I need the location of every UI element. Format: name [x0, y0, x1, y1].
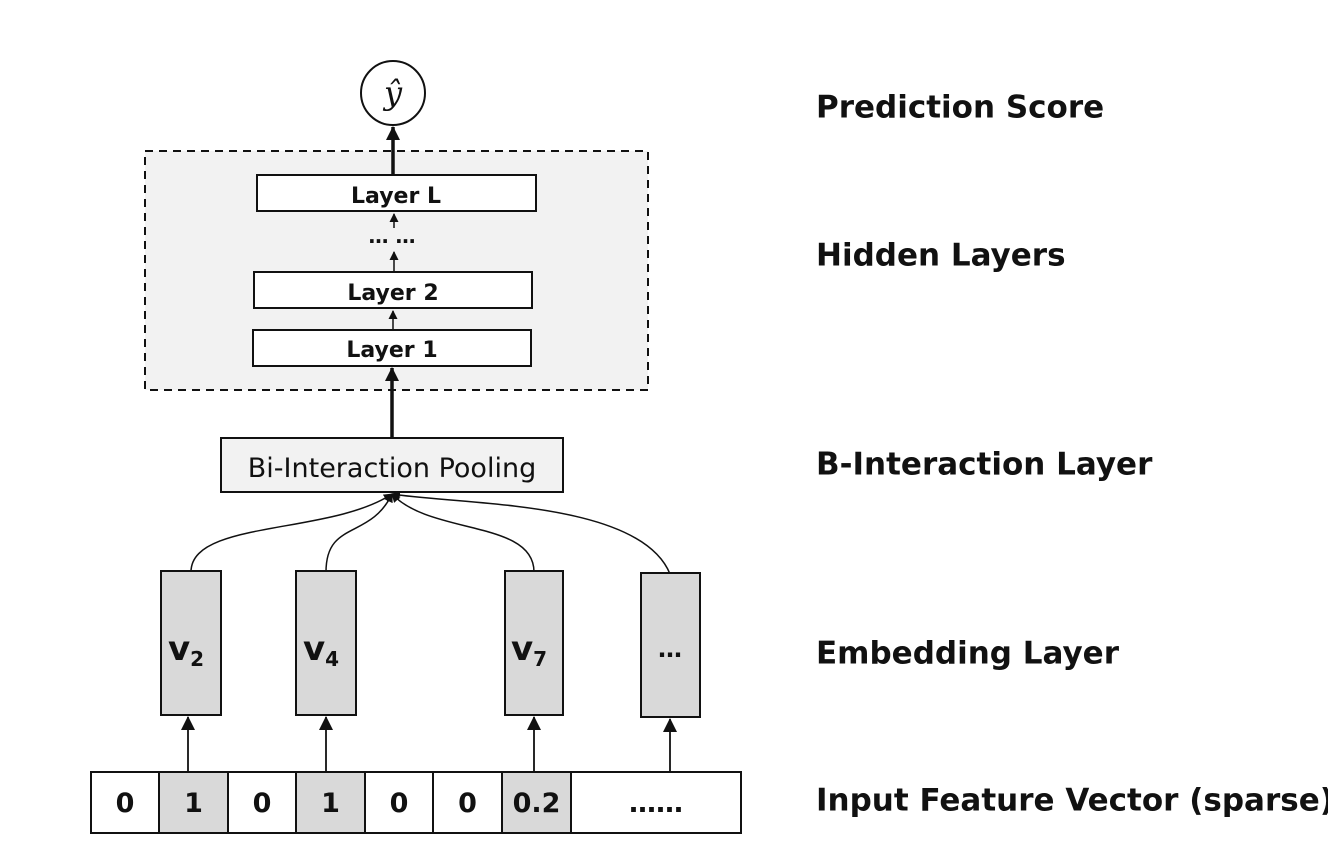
input-cell-value-2: 0 [253, 788, 272, 819]
bi-interaction-pooling-label: Bi-Interaction Pooling [248, 453, 536, 484]
embedding-v2: v2 [160, 570, 222, 716]
layer-1-label: Layer 1 [346, 338, 437, 363]
curve-v2-to-pooling [190, 493, 393, 573]
input-cell-7 [570, 771, 742, 834]
input-cell-5 [432, 771, 503, 834]
embedding-v7-label: v7 [511, 629, 547, 671]
label-interaction-layer: B-Interaction Layer [816, 446, 1153, 483]
input-cell-value-6: 0.2 [513, 788, 561, 819]
embedding-more: … [640, 572, 701, 718]
curve-v4-to-pooling [325, 493, 393, 573]
layer-1-box: Layer 1 [252, 329, 532, 367]
layer-l-box: Layer L [256, 174, 537, 212]
layer-2-box: Layer 2 [253, 271, 533, 309]
input-cell-1 [158, 771, 229, 834]
curve-v7-to-pooling [391, 493, 535, 573]
input-cell-value-1: 1 [184, 788, 203, 819]
label-input-feature-vector: Input Feature Vector (sparse) [816, 782, 1328, 819]
input-cell-value-3: 1 [321, 788, 340, 819]
label-hidden-layers: Hidden Layers [816, 237, 1066, 274]
input-cell-value-7: …… [629, 788, 683, 819]
hidden-ellipsis: … … [369, 224, 416, 248]
input-cell-value-0: 0 [116, 788, 135, 819]
label-prediction-score: Prediction Score [816, 89, 1105, 126]
bi-interaction-pooling-box: Bi-Interaction Pooling [220, 437, 564, 493]
embedding-connections [190, 490, 671, 575]
curve-more-to-pooling [391, 490, 671, 575]
embedding-v4: v4 [295, 570, 357, 716]
embedding-v7: v7 [504, 570, 564, 716]
input-cell-value-4: 0 [390, 788, 409, 819]
embedding-v4-label: v4 [303, 629, 339, 671]
embedding-v2-label: v2 [168, 629, 204, 671]
layer-l-label: Layer L [351, 184, 441, 209]
input-cell-value-5: 0 [458, 788, 477, 819]
label-embedding-layer: Embedding Layer [816, 635, 1119, 672]
layer-2-label: Layer 2 [347, 281, 438, 306]
prediction-symbol: ŷ [382, 74, 403, 112]
input-feature-vector: 0 1 0 1 0 0 0.2 …… [90, 771, 742, 834]
prediction-node: ŷ [360, 60, 426, 126]
input-cell-2 [227, 771, 297, 834]
embedding-more-label: … [658, 635, 682, 663]
input-cell-6 [501, 771, 572, 834]
input-cell-4 [364, 771, 434, 834]
